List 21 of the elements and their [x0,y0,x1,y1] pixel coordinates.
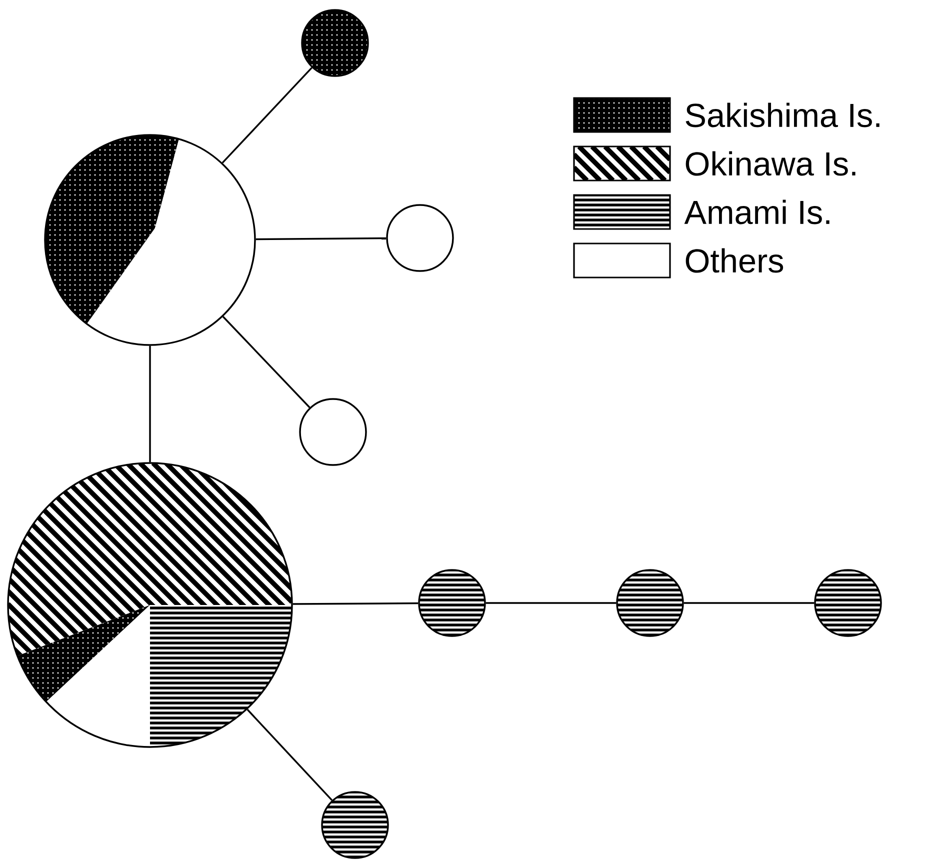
connector-line [222,67,312,164]
haplotype-circle [418,569,486,637]
connector-line [222,316,310,408]
legend-label: Others [686,248,784,273]
haplotype-circle [321,791,389,859]
connector-line [684,602,814,604]
haplotype-circle [301,9,369,77]
haplotype-circle [616,569,684,637]
legend-label: Okinawa Is. [686,151,856,176]
haplotype-circle [814,569,882,637]
pie-chart-circle [7,462,293,748]
connector-line [292,602,418,605]
haplotype-circle [299,398,367,466]
connector-line [486,602,616,604]
pie-chart-circle [44,134,256,346]
connector-line [246,708,333,801]
legend-label: Amami Is. [684,200,830,224]
haplotype-circle [386,204,454,272]
connector-line [256,237,386,240]
connector-line [149,346,151,462]
legend-label: Sakishima Is. [686,102,880,128]
